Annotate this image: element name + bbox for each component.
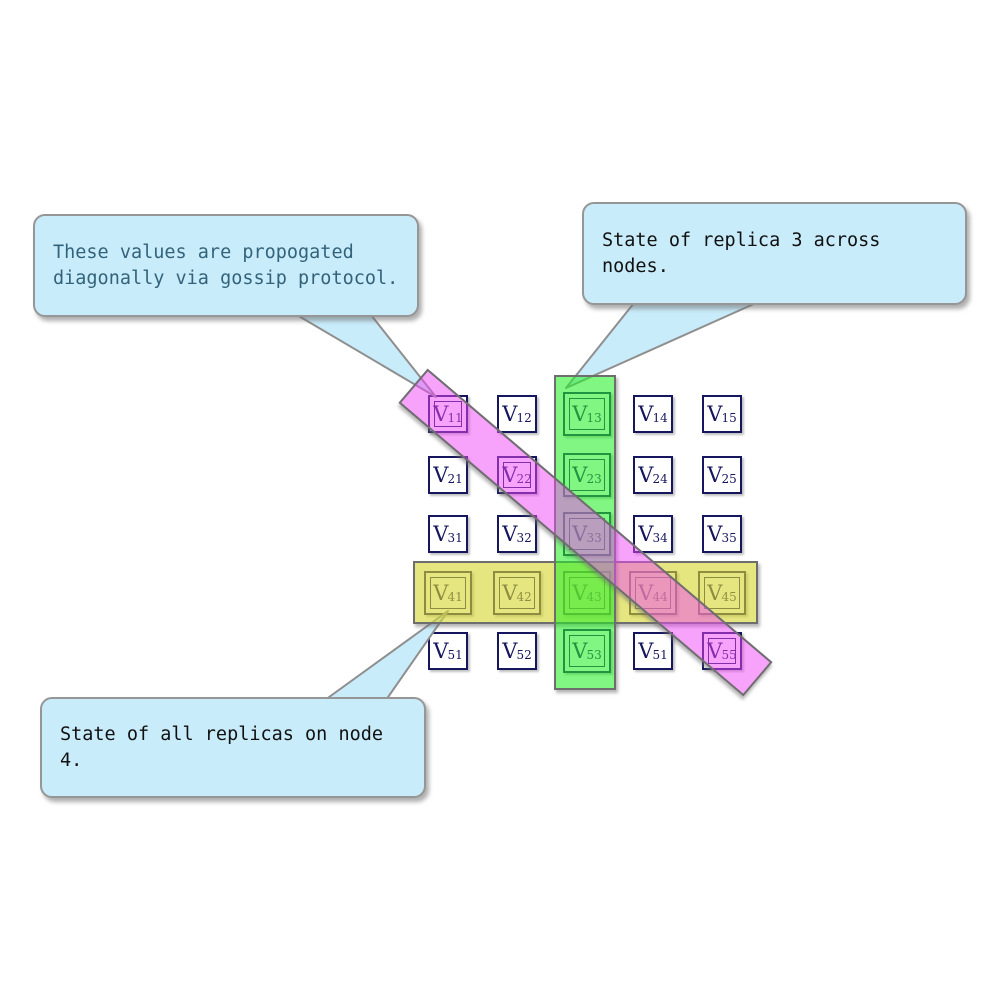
cell-label: V xyxy=(638,522,654,546)
cell-label: V xyxy=(433,522,449,546)
cell-label: V xyxy=(638,463,654,487)
cell-label: V xyxy=(638,402,654,426)
cell-label: V xyxy=(638,639,654,663)
cell-label: V xyxy=(502,639,518,663)
replica3-callout: State of replica 3 across nodes. xyxy=(582,202,967,305)
cell-label: V xyxy=(707,522,723,546)
cell-label: V xyxy=(433,463,449,487)
cell-label: V xyxy=(707,402,723,426)
node4-callout-text: State of all replicas on node 4. xyxy=(60,723,384,771)
replica3-callout-text: State of replica 3 across nodes. xyxy=(602,229,881,277)
cell-label: V xyxy=(707,463,723,487)
node4-callout: State of all replicas on node 4. xyxy=(40,697,426,798)
cell-label: V xyxy=(433,639,449,663)
gossip-callout-text: These values are propogated diagonally v… xyxy=(53,241,399,289)
cell-label: V xyxy=(502,402,518,426)
cell-label: V xyxy=(502,522,518,546)
gossip-callout: These values are propogated diagonally v… xyxy=(33,214,419,317)
